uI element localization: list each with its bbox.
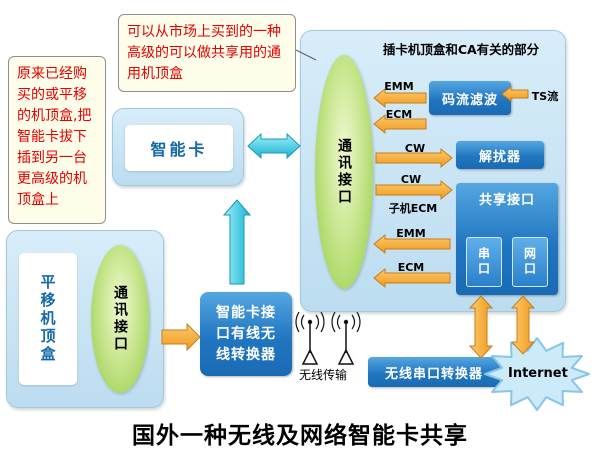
- old-stb-panel: 平移机顶盒 通讯接口: [6, 230, 164, 408]
- share-interface-label: 共享接口: [478, 193, 535, 208]
- arrow-converter-to-smartcard: [222, 199, 252, 285]
- ecm-top-label: ECM: [385, 108, 413, 121]
- comm-interface-right-label: 通讯接口: [336, 138, 352, 206]
- antenna-icon: [331, 311, 361, 365]
- smartcard-panel: 智能卡: [112, 108, 244, 186]
- emm-bottom-label: EMM: [396, 227, 426, 240]
- ecm-bottom-label: ECM: [397, 261, 425, 274]
- network-port-label: 网口: [522, 247, 537, 277]
- comm-interface-left: 通讯接口: [91, 245, 149, 393]
- callout-new-stb-note: 可以从市场上买到的一种高级的可以做共享用的通用机顶盒: [118, 14, 296, 92]
- old-stb-label-box: 平移机顶盒: [19, 253, 77, 385]
- arrow-oldstb-to-converter: [161, 322, 201, 352]
- stb-ca-panel: 插卡机顶盒和CA有关的部分 通讯接口 码流滤波 解扰器 共享接口 串口 网口 T…: [300, 30, 566, 312]
- arrow-smartcard-to-comm: [247, 132, 301, 160]
- wireless-serial-converter-box: 无线串口转换器: [368, 357, 500, 387]
- serial-port-box: 串口: [466, 237, 502, 287]
- share-interface-box: 共享接口 串口 网口: [456, 183, 558, 295]
- comm-interface-left-label: 通讯接口: [112, 285, 128, 353]
- wireless-transmission-label: 无线传输: [298, 368, 347, 382]
- internet-label: Internet: [508, 366, 568, 381]
- callout-old-stb-note: 原来已经购买的或平移的机顶盒,把智能卡拔下插到另一台更高级的机顶盒上: [8, 56, 106, 224]
- descrambler-box: 解扰器: [456, 141, 544, 169]
- stream-filter-box: 码流滤波: [429, 81, 511, 115]
- stb-panel-title: 插卡机顶盒和CA有关的部分: [382, 42, 540, 57]
- smartcard-label: 智能卡: [125, 125, 233, 171]
- diagram-title: 国外一种无线及网络智能卡共享: [132, 423, 468, 449]
- serial-port-label: 串口: [476, 247, 491, 277]
- ts-stream-label: TS流: [531, 90, 559, 103]
- child-ecm-label: 子机ECM: [388, 202, 438, 215]
- old-stb-label: 平移机顶盒: [38, 274, 57, 364]
- network-port-box: 网口: [512, 237, 548, 287]
- cw-top-label: CW: [404, 142, 426, 155]
- emm-top-label: EMM: [384, 80, 414, 93]
- smartcard-converter-box: 智能卡接口有线无线转换器: [200, 292, 292, 376]
- antenna-icon: [295, 311, 325, 365]
- cw-mid-label: CW: [400, 173, 422, 186]
- comm-interface-right: 通讯接口: [315, 55, 373, 289]
